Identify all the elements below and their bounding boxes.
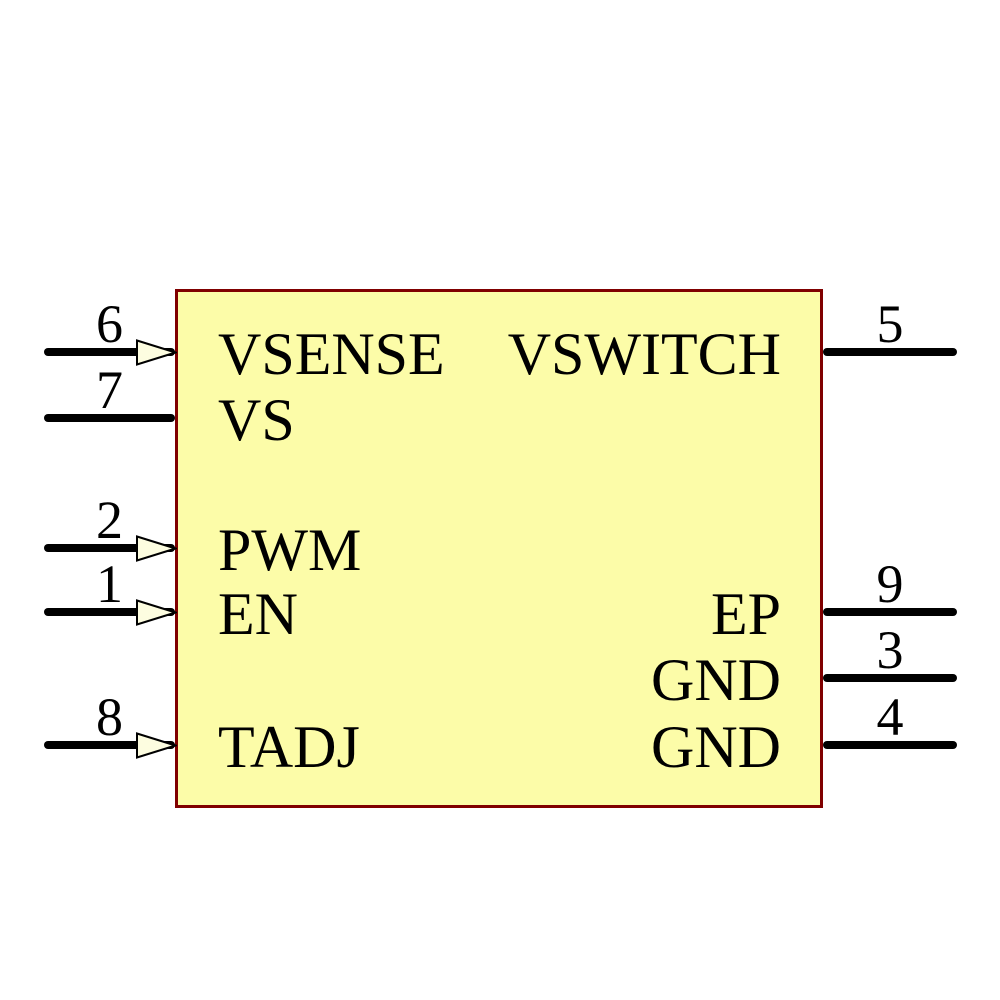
pin-label: GND: [651, 714, 781, 780]
pin-label: VSENSE: [218, 321, 445, 387]
pin-wire: [44, 414, 175, 422]
pin-wire: [823, 741, 957, 749]
pin-label: TADJ: [218, 714, 360, 780]
pin-wire: [44, 544, 175, 552]
pin-number: 9: [876, 554, 904, 614]
pin-number: 2: [96, 490, 123, 550]
input-arrow-icon: [136, 732, 177, 759]
input-arrow-icon: [136, 599, 177, 626]
pin-wire: [823, 608, 957, 616]
pin-number: 3: [876, 620, 904, 680]
pin-number: 1: [96, 554, 123, 614]
pin-number: 4: [876, 687, 904, 747]
pin-wire: [44, 608, 175, 616]
input-arrow-icon: [136, 535, 177, 562]
pin-wire: [44, 348, 175, 356]
pin-wire: [823, 348, 957, 356]
pin-wire: [823, 674, 957, 682]
pin-number: 5: [876, 294, 904, 354]
pin-label: GND: [651, 647, 781, 713]
pin-label: EP: [710, 581, 781, 647]
pin-number: 7: [96, 360, 123, 420]
ic-body-rectangle: [175, 289, 823, 808]
pin-label: VS: [218, 387, 295, 453]
pin-label: PWM: [218, 517, 362, 583]
pin-label: VSWITCH: [507, 321, 781, 387]
pin-wire: [44, 741, 175, 749]
pin-label: EN: [218, 581, 298, 647]
pin-number: 6: [96, 294, 123, 354]
input-arrow-icon: [136, 339, 177, 366]
pin-number: 8: [96, 687, 123, 747]
